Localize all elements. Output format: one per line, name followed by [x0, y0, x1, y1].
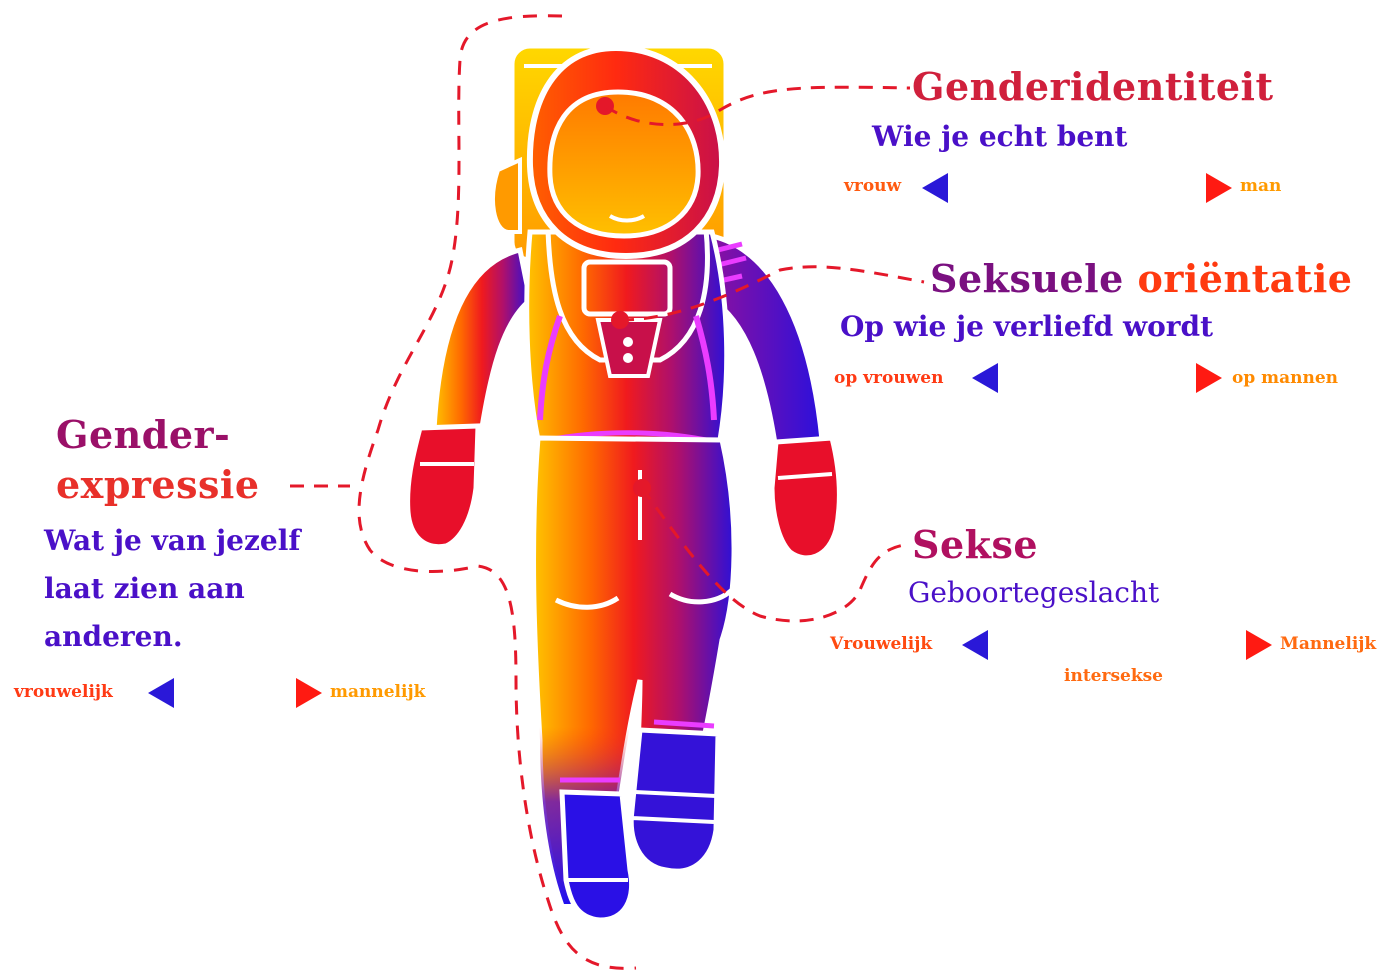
scale-sekse-left-arrowhead: [962, 630, 988, 660]
scale-sekse-dot: [1205, 640, 1215, 650]
scale-seksuele-orientatie-dot: [1003, 373, 1013, 383]
title-genderexpressie-line2: expressie: [56, 462, 260, 507]
scale-seksuele-orientatie-dot: [1105, 373, 1115, 383]
subtitle-genderexpressie-line3: anderen.: [44, 620, 183, 653]
right-glove: [772, 438, 839, 558]
subtitle-sekse: Geboortegeslacht: [908, 576, 1159, 609]
scale-left-label-genderexpressie: vrouwelijk: [14, 682, 113, 702]
scale-seksuele-orientatie-dot: [1079, 373, 1089, 383]
scale-genderexpressie-dot: [220, 688, 230, 698]
scale-seksuele-orientatie-dot: [1028, 373, 1038, 383]
scale-genderidentiteit: [922, 173, 1232, 203]
scale-genderidentiteit-dot: [1165, 183, 1175, 193]
scale-sekse-dot: [1178, 640, 1188, 650]
scale-right-label-seksuele-orientatie: op mannen: [1232, 368, 1338, 388]
scale-sekse-dot: [993, 640, 1003, 650]
scale-right-label-genderidentiteit: man: [1240, 176, 1281, 196]
scale-genderidentiteit-left-arrowhead: [922, 173, 948, 203]
scale-middle-label-sekse: intersekse: [1064, 666, 1163, 686]
scale-genderexpressie-dot: [240, 688, 250, 698]
title-genderexpressie-line1: Gender-: [56, 412, 230, 457]
scale-left-label-genderidentiteit: vrouw: [844, 176, 901, 196]
scale-genderexpressie-dot: [199, 688, 209, 698]
subtitle-genderexpressie-line1: Wat je van jezelf: [44, 524, 300, 557]
right-boot: [631, 730, 718, 871]
scale-sekse-dot: [1152, 640, 1162, 650]
scale-sekse-dot: [1072, 640, 1082, 650]
scale-right-label-genderexpressie: mannelijk: [330, 682, 425, 702]
scale-genderexpressie-dot: [261, 688, 271, 698]
scale-right-label-sekse: Mannelijk: [1280, 634, 1376, 654]
scale-genderidentiteit-dot: [979, 183, 989, 193]
left-glove: [408, 426, 478, 547]
scale-seksuele-orientatie-dot: [1156, 373, 1166, 383]
scale-seksuele-orientatie-dot: [1130, 373, 1140, 383]
left-boot: [562, 792, 632, 920]
visor: [550, 92, 698, 236]
scale-genderidentiteit-dot: [1191, 183, 1201, 193]
scale-sekse-dot: [1099, 640, 1109, 650]
scale-genderidentiteit-dot: [953, 183, 963, 193]
scale-sekse-dot: [1046, 640, 1056, 650]
scale-genderidentiteit-right-arrowhead: [1206, 173, 1232, 203]
title-seksuele-orientatie: Seksuele oriëntatie: [930, 256, 1352, 301]
scale-genderexpressie-dot: [179, 688, 189, 698]
scale-sekse-dot: [1231, 640, 1241, 650]
scale-genderidentiteit-dot: [1032, 183, 1042, 193]
scale-genderidentiteit-dot: [1059, 183, 1069, 193]
scale-genderidentiteit-dot: [1112, 183, 1122, 193]
scale-genderexpressie: [148, 678, 322, 708]
scale-genderexpressie-dot: [281, 688, 291, 698]
title-seksuele-part1: Seksuele: [930, 256, 1138, 301]
title-genderidentiteit: Genderidentiteit: [912, 64, 1274, 109]
scale-sekse-right-arrowhead: [1246, 630, 1272, 660]
subtitle-seksuele-orientatie: Op wie je verliefd wordt: [840, 310, 1213, 343]
scale-seksuele-orientatie-left-arrowhead: [972, 363, 998, 393]
left-arm: [434, 250, 530, 440]
scale-sekse-dot: [1125, 640, 1135, 650]
scale-seksuele-orientatie-right-arrowhead: [1196, 363, 1222, 393]
title-seksuele-part2: oriëntatie: [1138, 256, 1353, 301]
scale-genderidentiteit-dot: [1085, 183, 1095, 193]
scale-genderidentiteit-dot: [1006, 183, 1016, 193]
scale-left-label-seksuele-orientatie: op vrouwen: [834, 368, 944, 388]
scale-genderexpressie-right-arrowhead: [296, 678, 322, 708]
scale-seksuele-orientatie-dot: [1054, 373, 1064, 383]
title-sekse: Sekse: [912, 522, 1038, 567]
scale-seksuele-orientatie-dot: [1181, 373, 1191, 383]
scale-left-label-sekse: Vrouwelijk: [830, 634, 932, 654]
subtitle-genderexpressie-line2: laat zien aan: [44, 572, 245, 605]
scale-sekse: [962, 630, 1272, 660]
scale-genderexpressie-left-arrowhead: [148, 678, 174, 708]
subtitle-genderidentiteit: Wie je echt bent: [872, 120, 1127, 153]
scale-seksuele-orientatie: [972, 363, 1222, 393]
scale-sekse-dot: [1019, 640, 1029, 650]
scale-genderidentiteit-dot: [1138, 183, 1148, 193]
